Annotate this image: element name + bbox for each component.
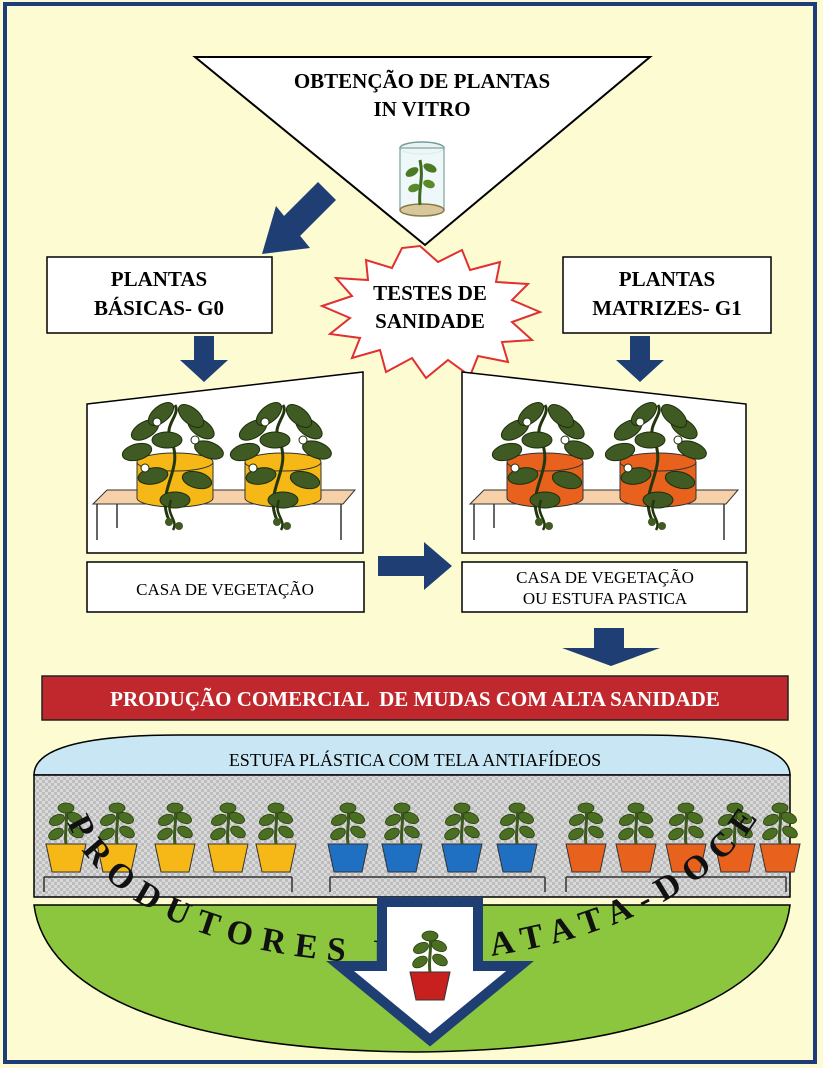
burst-line2: SANIDADE bbox=[375, 309, 485, 333]
greenhouse-label: ESTUFA PLÁSTICA COM TELA ANTIAFÍDEOS bbox=[229, 749, 601, 770]
right-house-label-line2: OU ESTUFA PASTICA bbox=[523, 589, 688, 608]
greenhouse-pot-2-1 bbox=[327, 802, 369, 873]
test-tube-jar-icon bbox=[399, 141, 445, 217]
matrix-plants-line2: MATRIZES- G1 bbox=[592, 296, 742, 320]
bench-1 bbox=[43, 876, 293, 892]
triangle-title-line2: IN VITRO bbox=[373, 97, 470, 121]
right-greenhouse-frame bbox=[461, 371, 747, 554]
greenhouse-pot-2-2 bbox=[381, 802, 423, 873]
right-house-label-line1: CASA DE VEGETAÇÃO bbox=[516, 568, 694, 587]
basic-plants-box bbox=[46, 256, 273, 334]
triangle-title-line1: OBTENÇÃO DE PLANTAS bbox=[294, 69, 550, 93]
right-house-label-box bbox=[461, 561, 748, 613]
greenhouse-pot-3-1 bbox=[565, 802, 607, 873]
right-greenhouse-scene bbox=[468, 402, 740, 540]
commercial-production-banner bbox=[41, 675, 789, 721]
sanity-tests-burst bbox=[319, 244, 543, 380]
left-greenhouse-scene bbox=[91, 402, 357, 540]
right-plant-1 bbox=[491, 402, 594, 531]
red-pot-plant-icon bbox=[409, 930, 451, 1001]
matrix-plants-box bbox=[562, 256, 772, 334]
basic-plants-line2: BÁSICAS- G0 bbox=[94, 296, 224, 320]
greenhouse-pot-2-4 bbox=[496, 802, 538, 873]
left-house-label-box bbox=[86, 561, 365, 613]
bench-2 bbox=[329, 876, 546, 892]
left-plant-1 bbox=[121, 402, 224, 531]
matrix-plants-line1: PLANTAS bbox=[619, 267, 715, 291]
arrow-right-icon bbox=[378, 542, 452, 590]
greenhouse-plants bbox=[43, 802, 801, 892]
greenhouse-pot-1-4 bbox=[207, 802, 249, 873]
left-plant-2 bbox=[229, 402, 332, 531]
red-pot-seedling bbox=[409, 930, 451, 1001]
basic-plants-line1: PLANTAS bbox=[111, 267, 207, 291]
greenhouse-pot-1-2 bbox=[96, 802, 138, 873]
arrow-down-right-icon bbox=[616, 336, 664, 382]
left-house-label: CASA DE VEGETAÇÃO bbox=[136, 580, 314, 599]
greenhouse-pot-1-3 bbox=[154, 802, 196, 873]
greenhouse-pot-1-1 bbox=[45, 802, 87, 873]
burst-line1: TESTES DE bbox=[373, 281, 487, 305]
greenhouse-roof bbox=[33, 734, 791, 776]
banner-text: PRODUÇÃO COMERCIAL DE MUDAS COM ALTA SAN… bbox=[110, 687, 720, 711]
greenhouse-pot-3-4 bbox=[714, 802, 756, 873]
arrow-down-left-icon bbox=[180, 336, 228, 382]
greenhouse-pot-3-5 bbox=[759, 802, 801, 873]
right-plant-2 bbox=[604, 402, 707, 531]
greenhouse-pot-3-3 bbox=[665, 802, 707, 873]
greenhouse-pot-2-3 bbox=[441, 802, 483, 873]
outer-frame bbox=[3, 2, 817, 1064]
greenhouse-pot-1-5 bbox=[255, 802, 297, 873]
greenhouse-pot-3-2 bbox=[615, 802, 657, 873]
arrow-to-banner-icon bbox=[562, 628, 660, 666]
left-greenhouse-frame bbox=[86, 371, 364, 554]
bench-3 bbox=[565, 876, 787, 892]
arrow-to-basic-plants bbox=[262, 182, 336, 254]
